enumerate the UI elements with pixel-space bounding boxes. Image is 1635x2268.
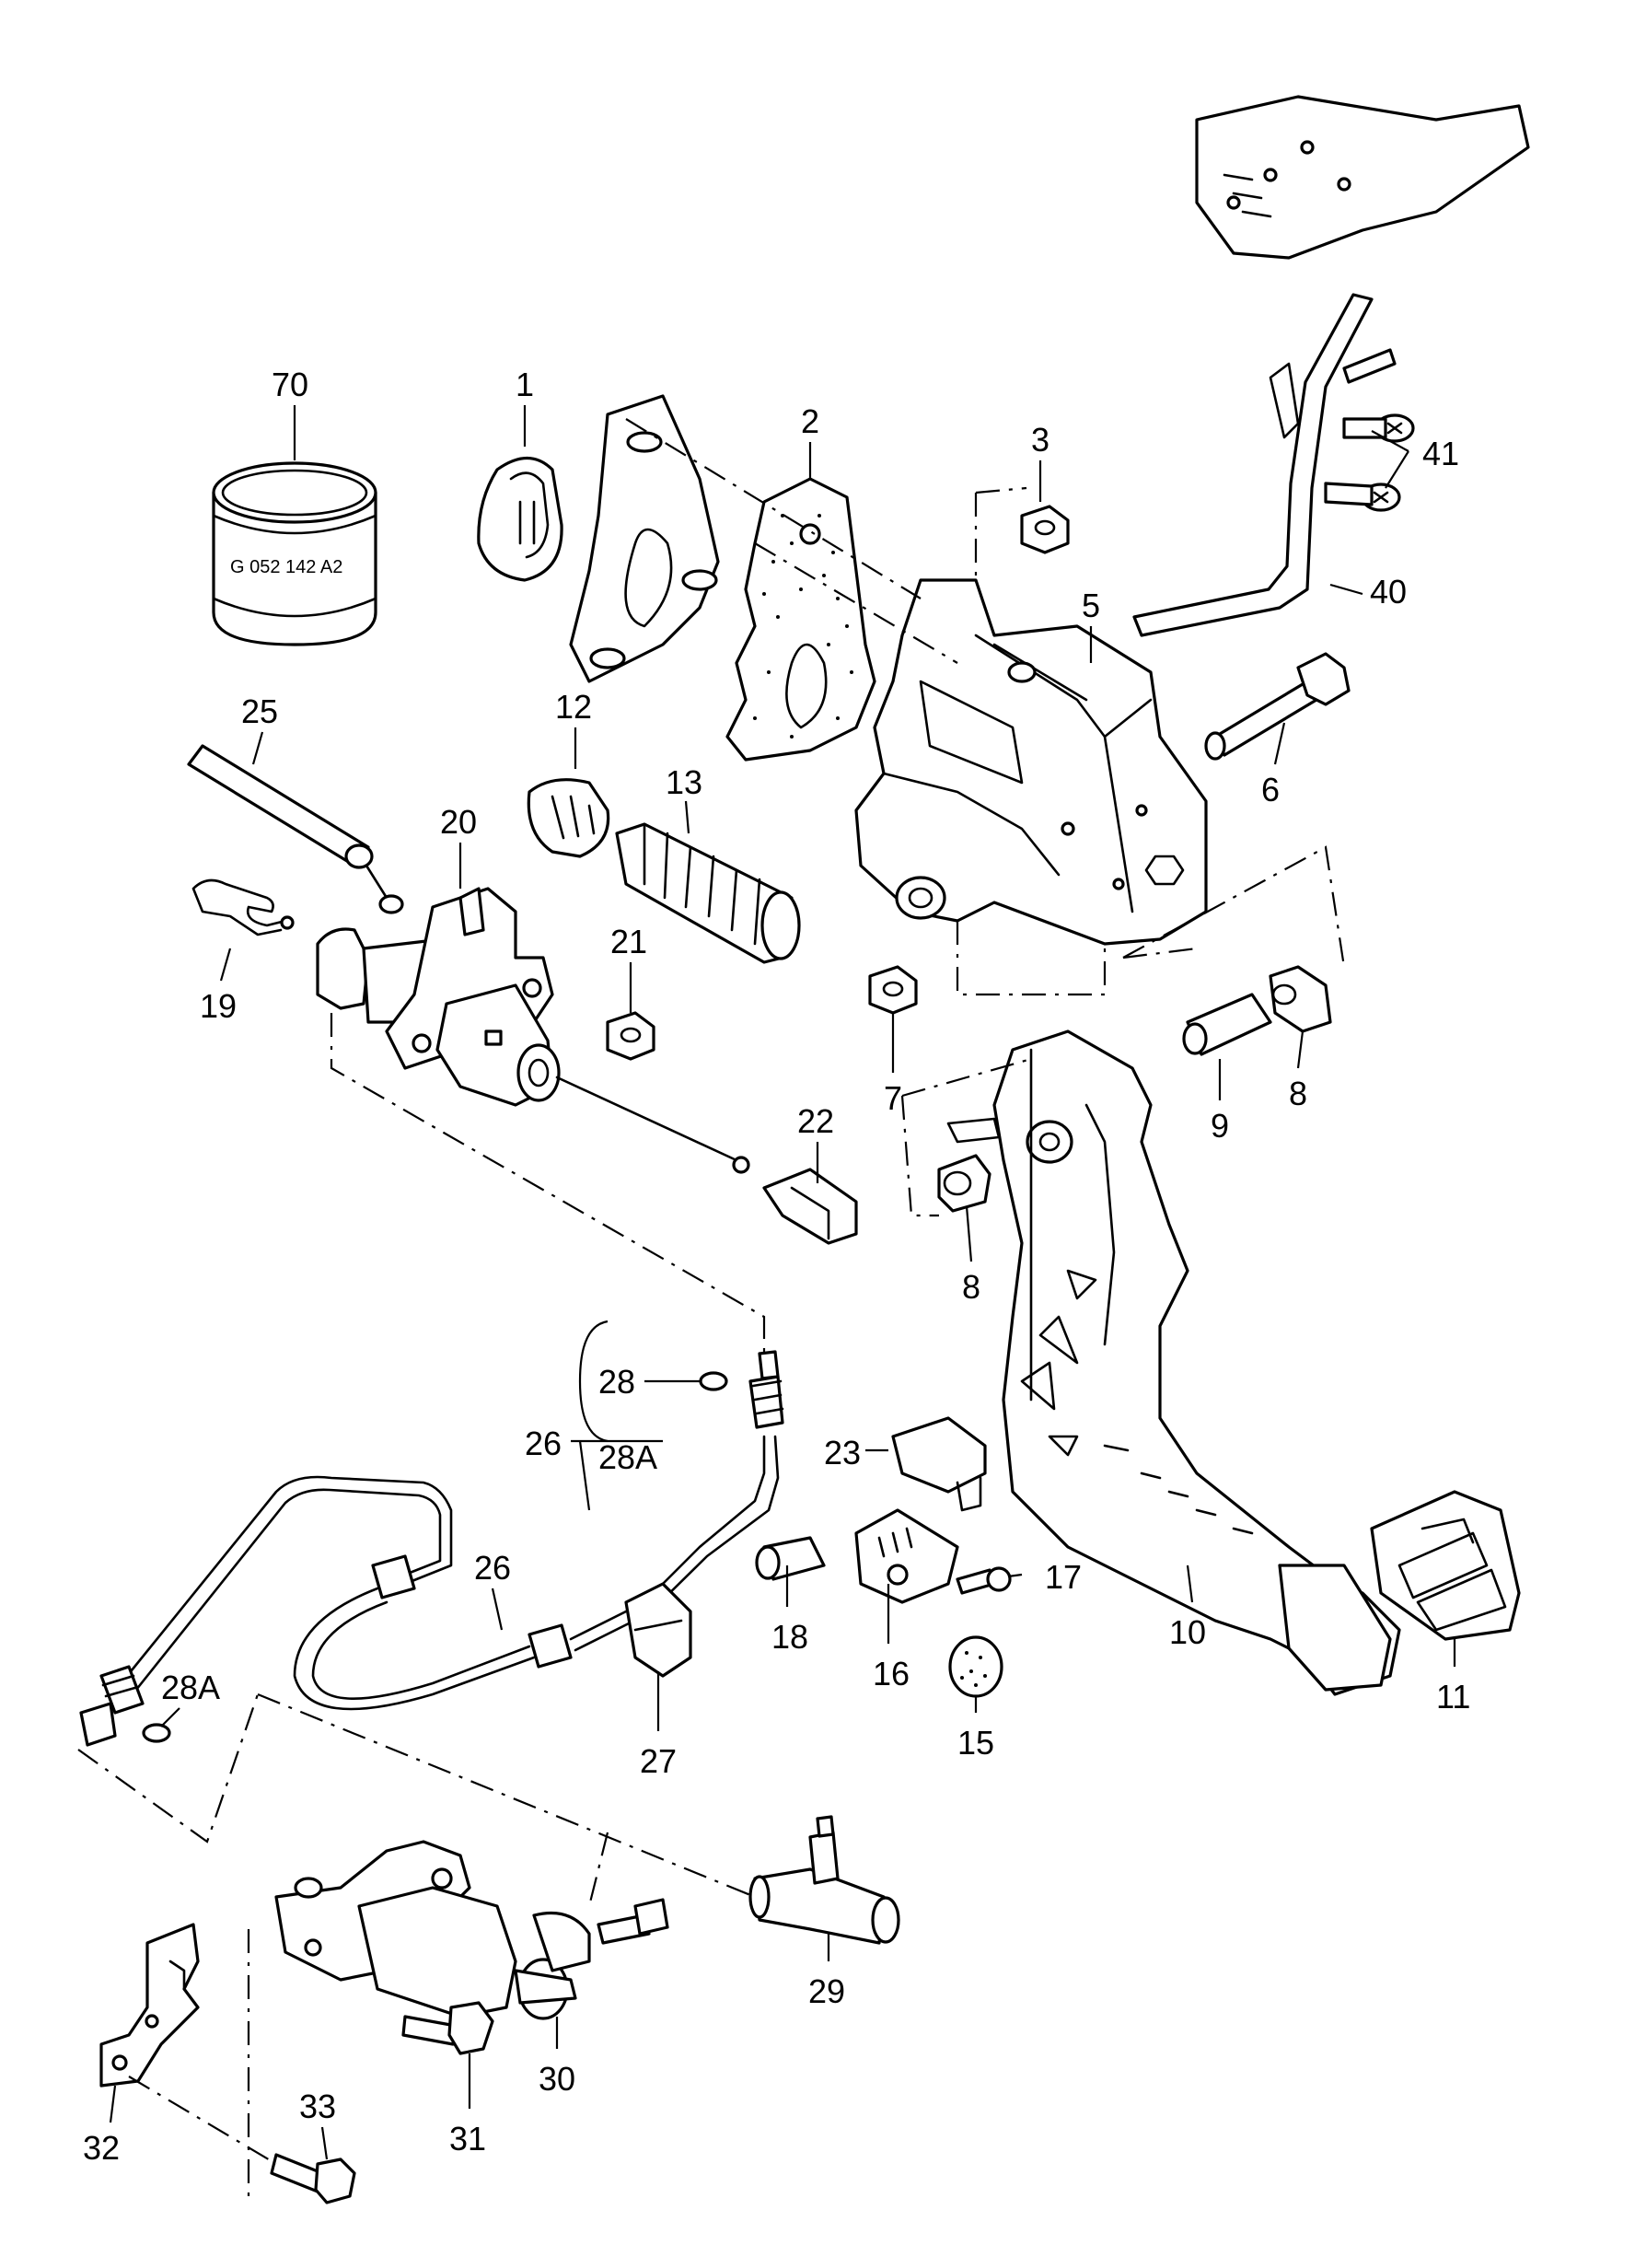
callout-15: 15 <box>957 1724 994 1762</box>
sleeve-part-18 <box>755 1536 826 1581</box>
slave-cylinder-part-30 <box>274 1840 669 2020</box>
callout-10: 10 <box>1169 1613 1206 1651</box>
clip-part-1 <box>477 457 563 582</box>
mounting-bracket <box>569 394 720 683</box>
assembly-lines <box>77 418 1346 2201</box>
callout-21: 21 <box>610 923 647 960</box>
bracket-part-32 <box>99 1923 200 2088</box>
callout-41: 41 <box>1422 435 1459 472</box>
callout-11: 11 <box>1436 1678 1470 1716</box>
switch-part-16 <box>854 1508 959 1604</box>
callout-12: 12 <box>555 688 592 726</box>
clip-part-22 <box>762 1168 858 1245</box>
pedal-lever-part-10 <box>946 1029 1401 1696</box>
hose-part-25 <box>187 744 404 914</box>
bushing-part-8-upper <box>1269 965 1332 1033</box>
bolt-part-33 <box>270 2153 356 2204</box>
callout-2: 2 <box>801 402 819 440</box>
sleeve-part-9 <box>1182 993 1272 1056</box>
nut-part-7 <box>868 965 918 1015</box>
callout-7: 7 <box>884 1079 902 1117</box>
callout-26-lower: 26 <box>474 1549 511 1587</box>
callout-30: 30 <box>539 2060 575 2098</box>
bolt-part-31 <box>401 2001 494 2055</box>
callout-32: 32 <box>83 2129 120 2167</box>
callouts: 70 1 2 3 41 40 5 6 25 12 13 20 19 21 7 8… <box>83 366 1470 2167</box>
callout-70: 70 <box>272 366 308 403</box>
callout-40: 40 <box>1370 573 1407 611</box>
part-marking-text: G 052 142 A2 <box>230 557 342 577</box>
clip-part-27 <box>624 1582 692 1678</box>
nut-part-21 <box>606 1011 655 1061</box>
callout-31: 31 <box>449 2120 486 2158</box>
screw-part-17 <box>956 1566 1012 1595</box>
t-fitting-part-29 <box>748 1815 900 1945</box>
cover-part-23 <box>891 1416 987 1512</box>
nut-part-3 <box>1020 505 1070 554</box>
callout-6: 6 <box>1261 771 1280 808</box>
callout-28: 28 <box>598 1363 635 1401</box>
spring-part-13 <box>615 822 801 964</box>
bolt-part-6 <box>1204 652 1351 761</box>
hose-end-part-28A <box>79 1665 171 1747</box>
callout-23: 23 <box>824 1434 861 1471</box>
master-cylinder-part-20 <box>316 887 750 1174</box>
pedal-bracket-part-5 <box>854 578 1208 946</box>
screws-part-41 <box>1324 348 1415 512</box>
o-ring-part-28 <box>699 1371 728 1391</box>
callout-20: 20 <box>440 803 477 841</box>
callout-8-lower: 8 <box>962 1268 980 1306</box>
clip-part-12 <box>527 778 610 858</box>
bushing-part-8-lower <box>937 1154 991 1213</box>
callout-17: 17 <box>1045 1558 1082 1596</box>
callout-13: 13 <box>666 763 702 801</box>
callout-18: 18 <box>771 1618 808 1656</box>
callout-3: 3 <box>1031 421 1049 459</box>
pedal-pad-part-11 <box>1370 1490 1521 1641</box>
callout-5: 5 <box>1082 587 1100 624</box>
callout-26-upper: 26 <box>525 1425 562 1462</box>
callout-22: 22 <box>797 1102 834 1140</box>
callout-25: 25 <box>241 692 278 730</box>
pad-part-15 <box>948 1635 1003 1698</box>
callout-9: 9 <box>1211 1107 1229 1145</box>
callout-8-upper: 8 <box>1289 1075 1307 1112</box>
callout-28A-left: 28A <box>161 1669 220 1706</box>
callout-29: 29 <box>808 1972 845 2010</box>
callout-27: 27 <box>640 1742 677 1780</box>
leader-lines <box>109 405 1456 2160</box>
ring-sleeve-part-70: G 052 142 A2 <box>212 461 377 646</box>
callout-16: 16 <box>873 1655 910 1692</box>
callout-1: 1 <box>516 366 534 403</box>
support-arm-part-40 <box>1132 95 1530 637</box>
wire-clip-part-19 <box>191 878 295 936</box>
callout-28A: 28A <box>598 1438 657 1476</box>
gasket-part-2 <box>725 477 876 762</box>
callout-19: 19 <box>200 987 237 1025</box>
callout-33: 33 <box>299 2088 336 2125</box>
